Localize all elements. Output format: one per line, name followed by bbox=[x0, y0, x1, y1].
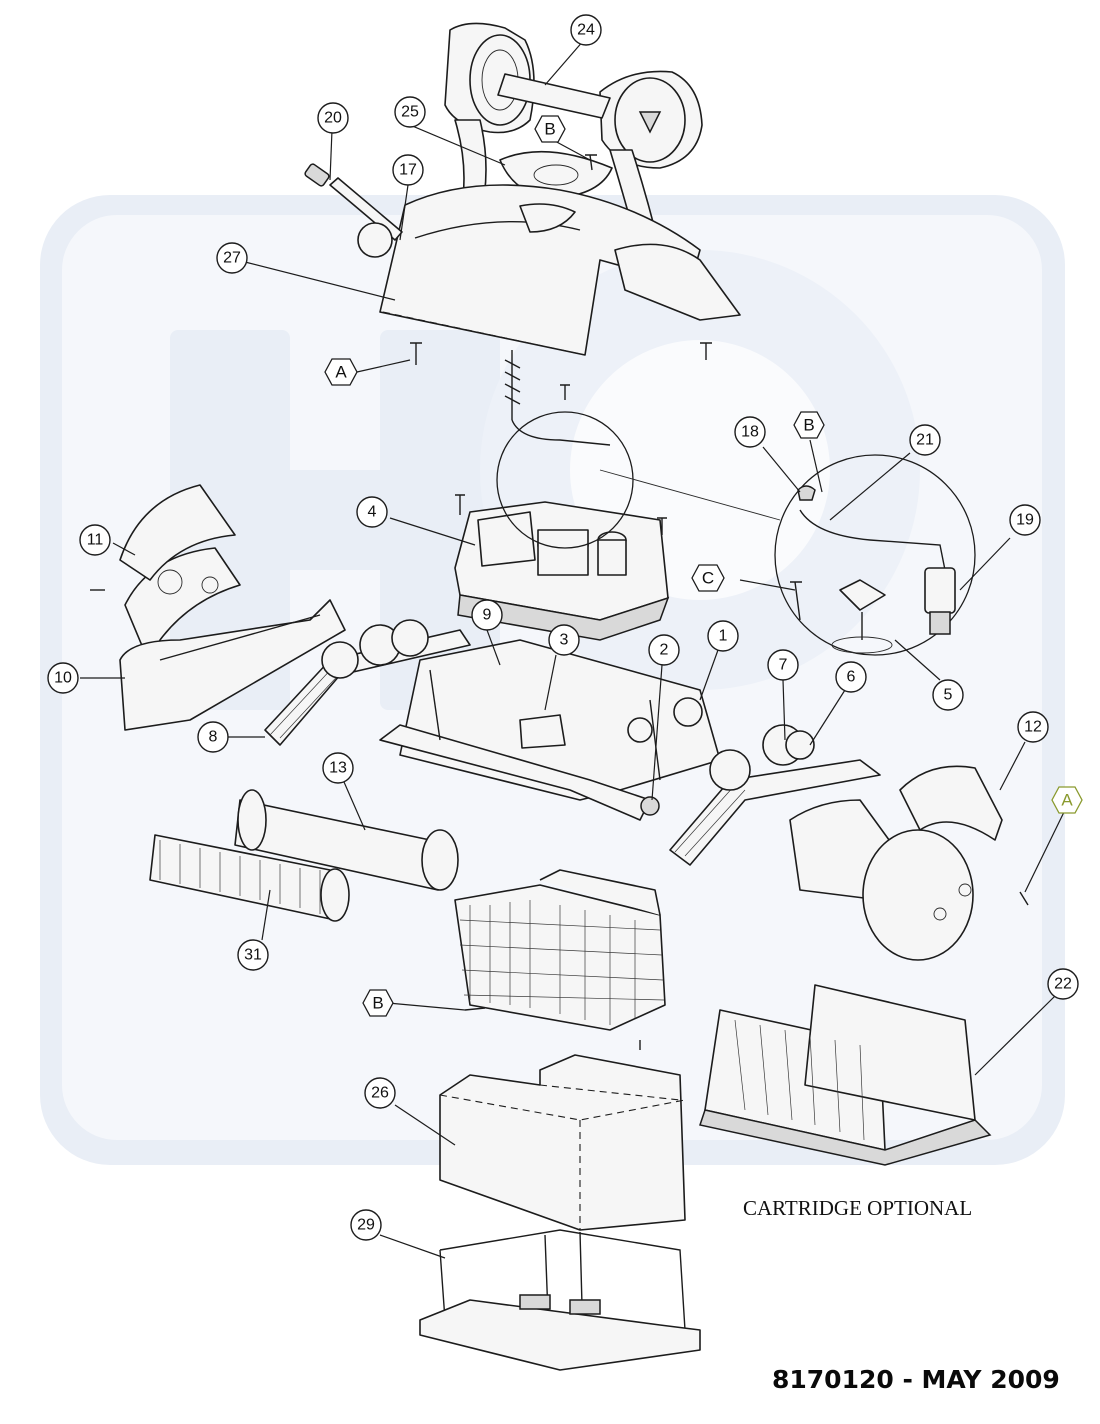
callout-25: 25 bbox=[394, 96, 426, 128]
svg-text:3: 3 bbox=[560, 632, 569, 649]
svg-text:10: 10 bbox=[54, 670, 72, 687]
callout-1: 1 bbox=[707, 620, 739, 652]
callout-4: 4 bbox=[356, 496, 388, 528]
hardware-tag-b-top: B bbox=[534, 115, 566, 143]
chassis bbox=[379, 639, 721, 821]
svg-text:7: 7 bbox=[779, 657, 788, 674]
cartridge-filter bbox=[699, 984, 992, 1166]
callout-8: 8 bbox=[197, 721, 229, 753]
top-cover bbox=[304, 163, 741, 356]
part-callouts: 24 20 25 17 27 18 21 4 19 11 10 9 3 2 1 … bbox=[47, 14, 1079, 1241]
svg-text:B: B bbox=[544, 120, 555, 139]
svg-text:18: 18 bbox=[741, 424, 759, 441]
svg-text:9: 9 bbox=[483, 607, 492, 624]
callout-27: 27 bbox=[216, 242, 248, 274]
callout-5: 5 bbox=[932, 679, 964, 711]
callout-7: 7 bbox=[767, 649, 799, 681]
motor-unit bbox=[454, 350, 781, 641]
svg-text:12: 12 bbox=[1024, 719, 1042, 736]
svg-text:11: 11 bbox=[87, 532, 104, 549]
svg-text:13: 13 bbox=[329, 760, 347, 777]
hardware-tag-c: C bbox=[691, 564, 725, 592]
svg-text:B: B bbox=[372, 994, 383, 1013]
svg-text:27: 27 bbox=[223, 250, 241, 267]
svg-text:A: A bbox=[335, 363, 347, 382]
svg-text:2: 2 bbox=[660, 642, 669, 659]
callout-26: 26 bbox=[364, 1077, 396, 1109]
callout-24: 24 bbox=[570, 14, 602, 46]
hardware-tag-a-highlight: A bbox=[1051, 786, 1083, 814]
leader-lines bbox=[80, 39, 1066, 1259]
svg-text:8: 8 bbox=[209, 729, 218, 746]
callout-10: 10 bbox=[47, 662, 79, 694]
svg-text:24: 24 bbox=[577, 22, 595, 39]
svg-text:19: 19 bbox=[1016, 512, 1034, 529]
bottom-frame bbox=[419, 1229, 701, 1371]
svg-text:25: 25 bbox=[401, 104, 419, 121]
handle-assembly bbox=[444, 22, 703, 256]
callout-20: 20 bbox=[317, 102, 349, 134]
callout-11: 11 bbox=[79, 524, 111, 556]
svg-text:26: 26 bbox=[371, 1085, 389, 1102]
cartridge-optional-caption: CARTRIDGE OPTIONAL bbox=[743, 1196, 972, 1220]
callout-21: 21 bbox=[909, 424, 941, 456]
svg-text:B: B bbox=[803, 416, 814, 435]
left-side-plates bbox=[119, 484, 346, 731]
tracks bbox=[264, 619, 881, 866]
document-id: 8170120 - MAY 2009 bbox=[772, 1365, 1060, 1394]
callout-19: 19 bbox=[1009, 504, 1041, 536]
svg-text:20: 20 bbox=[324, 110, 342, 127]
hardware-tag-a-top: A bbox=[324, 358, 358, 386]
callout-3: 3 bbox=[548, 624, 580, 656]
callout-2: 2 bbox=[648, 634, 680, 666]
svg-text:22: 22 bbox=[1054, 976, 1072, 993]
hardware-tag-b-bottom: B bbox=[362, 989, 394, 1017]
svg-text:4: 4 bbox=[368, 504, 377, 521]
svg-text:17: 17 bbox=[399, 162, 417, 179]
callout-6: 6 bbox=[835, 661, 867, 693]
callout-31: 31 bbox=[237, 939, 269, 971]
callout-9: 9 bbox=[471, 599, 503, 631]
svg-text:1: 1 bbox=[719, 628, 728, 645]
svg-text:31: 31 bbox=[244, 947, 262, 964]
callout-22: 22 bbox=[1047, 968, 1079, 1000]
callout-13: 13 bbox=[322, 752, 354, 784]
callout-12: 12 bbox=[1017, 711, 1049, 743]
hardware-tag-b-detail: B bbox=[793, 411, 825, 439]
hardware-reference-tags: A B C B A B bbox=[324, 115, 1083, 1017]
callout-29: 29 bbox=[350, 1209, 382, 1241]
svg-text:A: A bbox=[1061, 791, 1073, 810]
callout-18: 18 bbox=[734, 416, 766, 448]
svg-text:21: 21 bbox=[916, 432, 934, 449]
filter-bag bbox=[439, 1054, 686, 1231]
filter-basket bbox=[454, 869, 666, 1031]
svg-text:29: 29 bbox=[357, 1217, 375, 1234]
svg-text:C: C bbox=[702, 569, 714, 588]
svg-text:5: 5 bbox=[944, 687, 953, 704]
screws bbox=[90, 154, 1029, 1050]
svg-text:6: 6 bbox=[847, 669, 856, 686]
brush-roller bbox=[149, 789, 459, 922]
right-side-plates bbox=[789, 765, 1003, 961]
impeller-detail bbox=[774, 454, 976, 656]
callout-17: 17 bbox=[392, 154, 424, 186]
